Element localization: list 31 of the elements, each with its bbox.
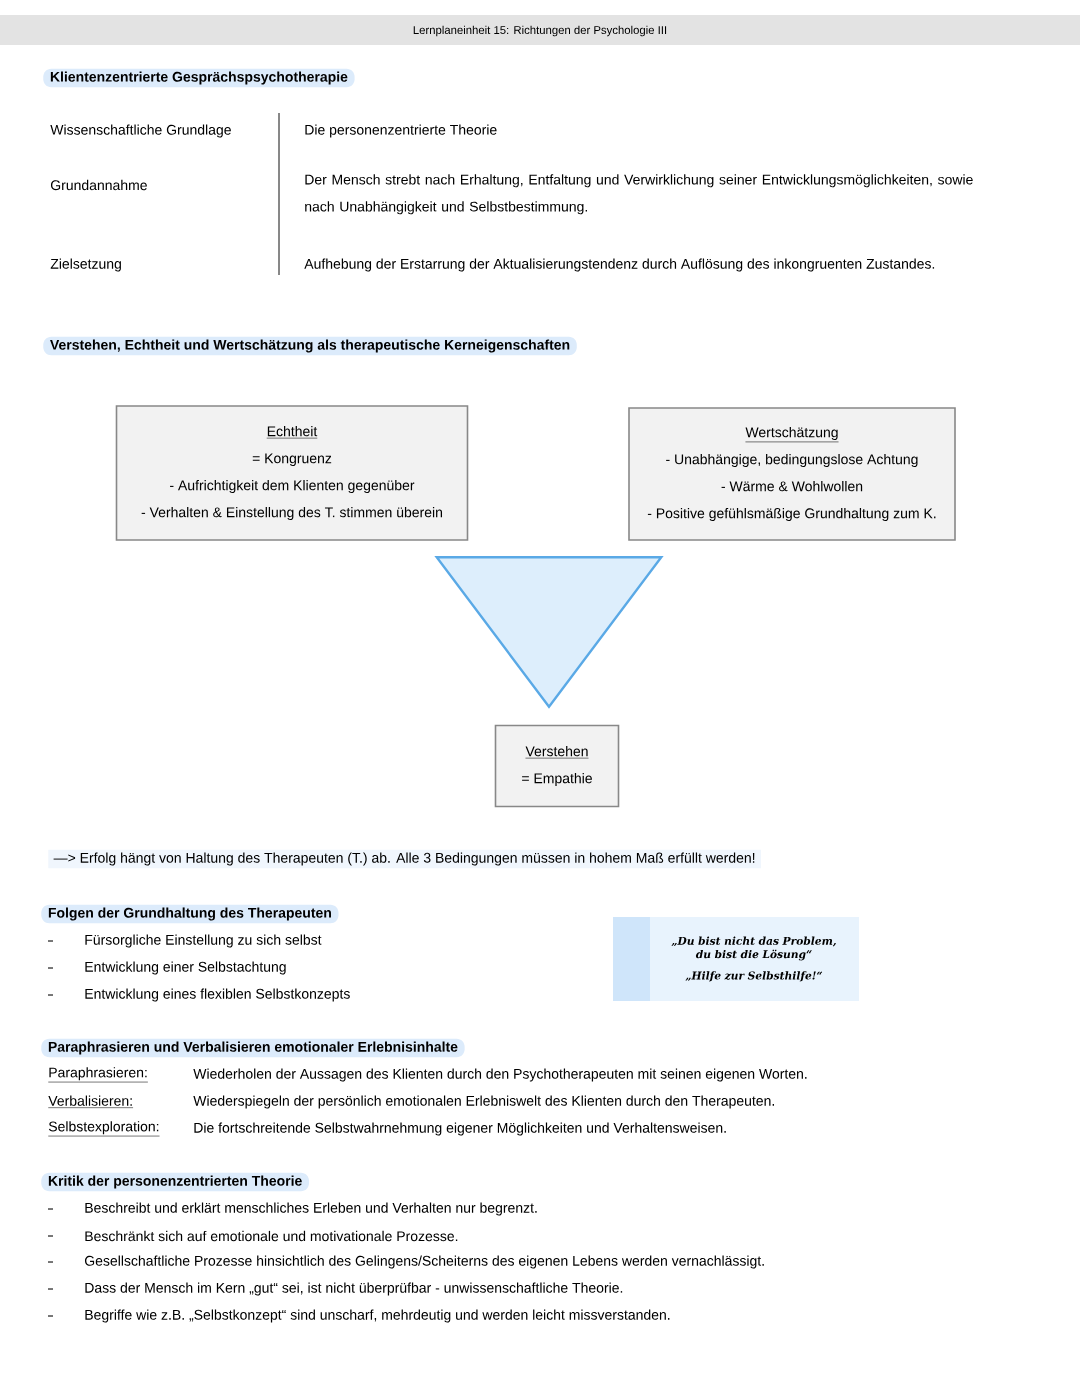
list-item: Beschreibt und erklärt menschliches Erleben und Verhalten nur begrenzt. [85, 1202, 537, 1216]
section-heading: Verstehen, Echtheit und Wertschätzung als therapeutische Kerneigenschaften [43, 336, 577, 356]
list-item: Entwicklung einer Selbstachtung [85, 961, 286, 975]
body-text: Wiederholen der Aussagen des Klienten durch den Psychotherapeuten mit seinen eigenen Worten. [193, 1068, 807, 1082]
section-heading: Paraphrasieren und Verbalisieren emotionaler Erlebnisinhalte [41, 1038, 465, 1058]
body-text: Aufhebung der Erstarrung der Aktualisierungstendenz durch Auflösung des inkongruenten Zustandes. [304, 258, 935, 272]
section-heading: Kritik der personenzentrierten Theorie [41, 1172, 309, 1192]
text-box: Verstehen = Empathie [494, 724, 620, 808]
body-text: Die fortschreitende Selbstwahrnehmung eigener Möglichkeiten und Verhaltensweisen. [194, 1122, 726, 1136]
section-heading: Folgen der Grundhaltung des Therapeuten [41, 904, 339, 924]
term-label: Selbstexploration: [48, 1121, 160, 1137]
body-text: Wissenschaftliche Grundlage [50, 124, 231, 138]
list-item: Begriffe wie z.B. „Selbstkonzept“ sind unscharf, mehrdeutig und werden leicht missverstanden. [85, 1309, 670, 1323]
quote-card: „Du bist nicht das Problem, du bist die Lösung“ „Hilfe zur Selbsthilfe!“ [613, 917, 859, 1001]
note-text: —> Erfolg hängt von Haltung des Therapeuten (T.) ab. Alle 3 Bedingungen müssen in hohem Maß erfüllt werden! [48, 849, 761, 869]
list-item: Entwicklung eines flexiblen Selbstkonzepts [85, 988, 350, 1002]
list-item: Gesellschaftliche Prozesse hinsichtlich des Gelingens/Scheiterns des eigenen Lebens werden vernachlässigt. [85, 1255, 764, 1269]
section-heading: Klientenzentrierte Gesprächspsychotherapie [43, 68, 355, 88]
list-item: Dass der Mensch im Kern „gut“ sei, ist nicht überprüfbar - unwissenschaftliche Theorie. [85, 1282, 623, 1296]
body-text: Die personenzentrierte Theorie [305, 124, 497, 138]
list-item: Fürsorgliche Einstellung zu sich selbst [85, 934, 322, 948]
text-box: Wertschätzung - Unabhängige, bedingungslose Achtung - Wärme & Wohlwollen - Positive gefühlsmäßige Grundhaltung zum K. [628, 407, 956, 541]
body-text: Wiederspiegeln der persönlich emotionalen Erlebniswelt des Klienten durch den Therapeuten. [193, 1095, 774, 1109]
body-text: Der Mensch strebt nach Erhaltung, Entfaltung und Verwirklichung seiner Entwicklungsmöglichkeiten, sowie nach Unabhängigkeit und Selbstbestimmung. [305, 174, 973, 215]
body-text: Grundannahme [51, 179, 147, 191]
list-item: Beschränkt sich auf emotionale und motivationale Prozesse. [85, 1230, 458, 1242]
term-label: Paraphrasieren: [48, 1067, 149, 1083]
body-text: Zielsetzung [50, 258, 121, 272]
header-bar: Lernplaneinheit 15: Richtungen der Psychologie III [0, 15, 1080, 45]
text-box: Echtheit = Kongruenz - Aufrichtigkeit dem Klienten gegenüber - Verhalten & Einstellung des T. stimmen überein [115, 405, 469, 541]
term-label: Verbalisieren: [48, 1095, 134, 1108]
